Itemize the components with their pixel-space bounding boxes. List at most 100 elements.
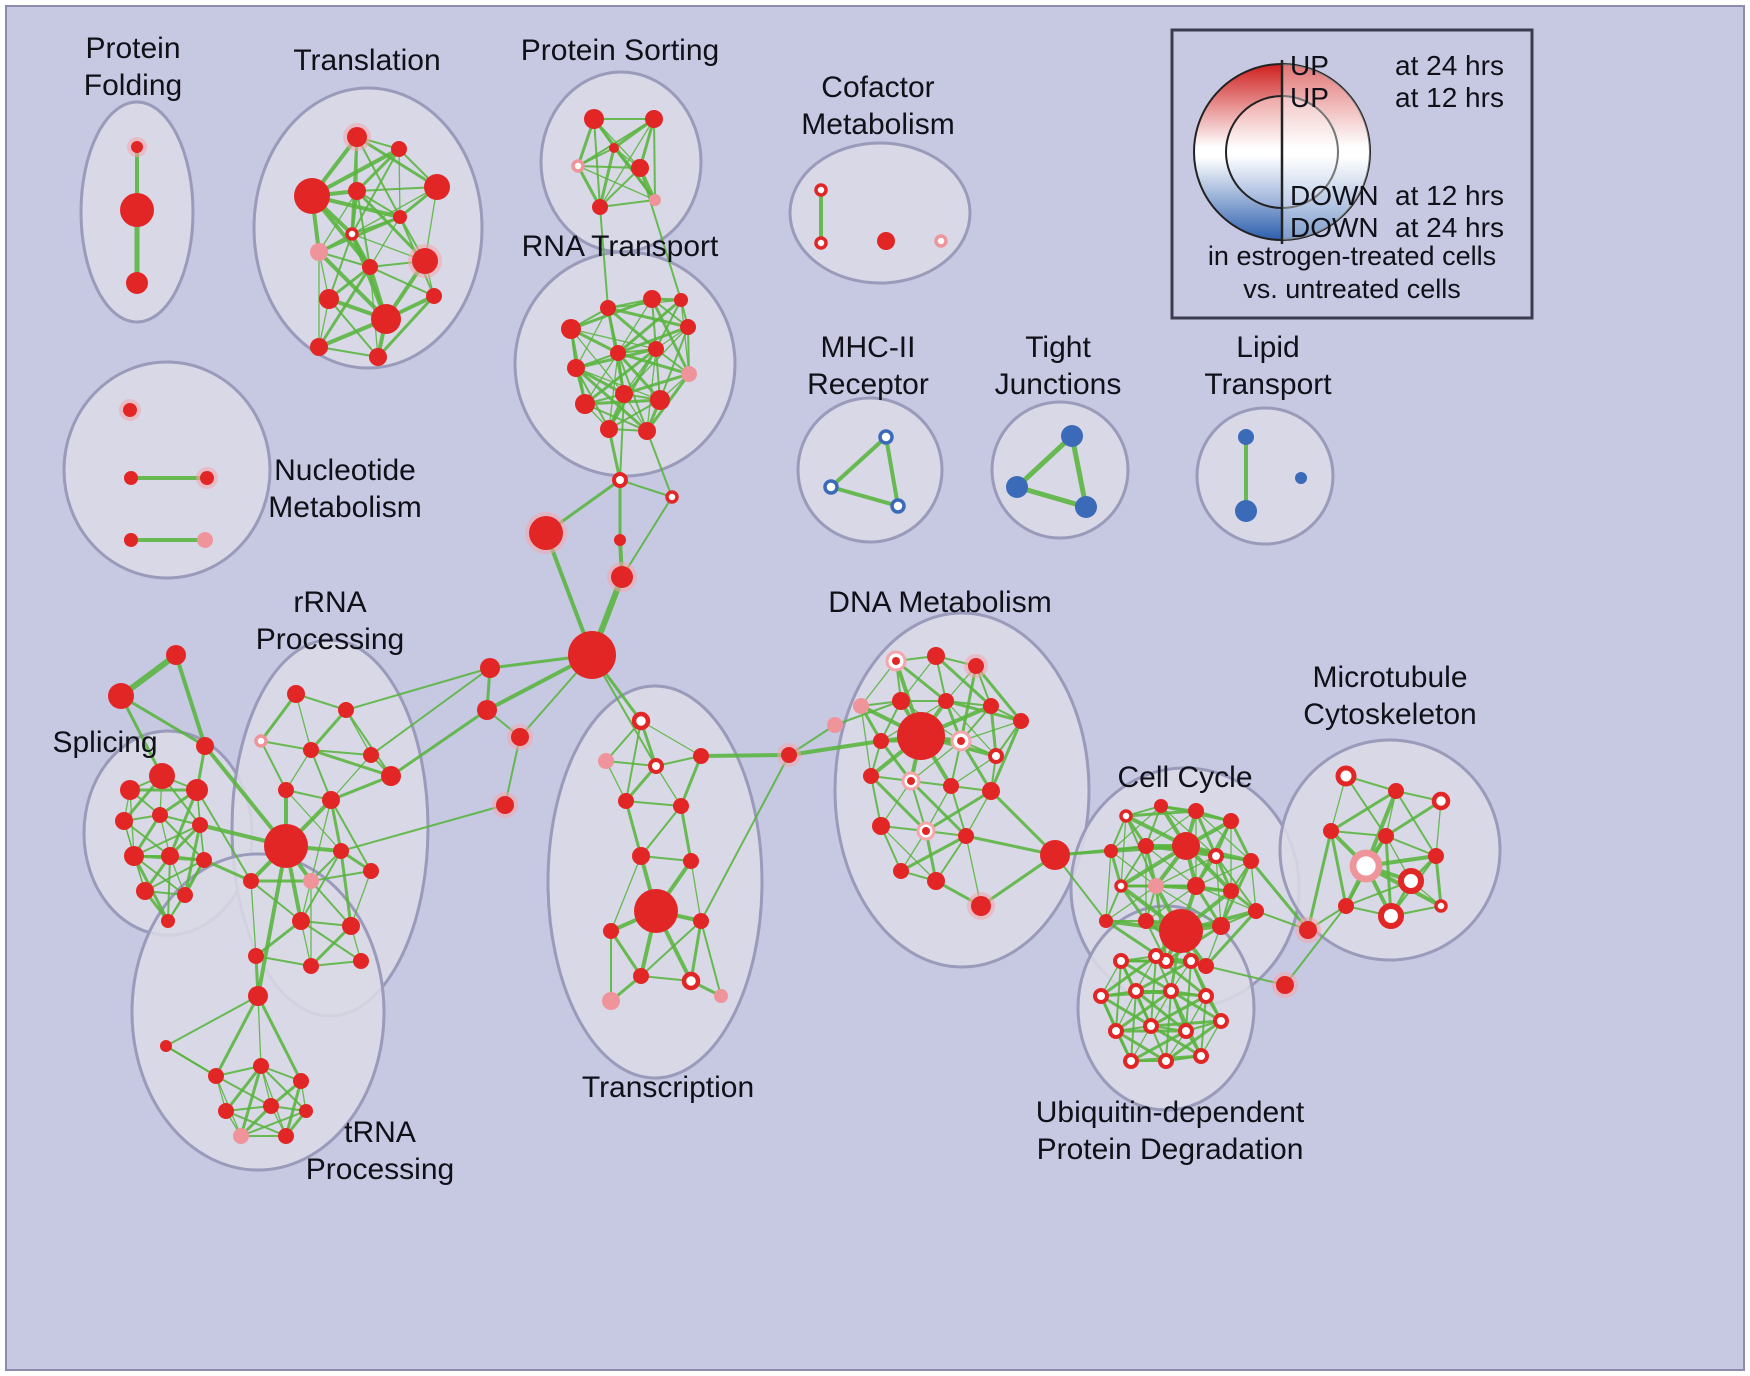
network-node-red <box>643 290 661 308</box>
network-node-red <box>633 968 649 984</box>
cluster-label-trna_processing: tRNA <box>344 1116 416 1149</box>
network-node-red <box>1223 813 1239 829</box>
network-node-ring <box>345 227 359 241</box>
network-edge <box>1014 484 1089 510</box>
network-node-red <box>248 948 264 964</box>
network-node-red <box>124 846 144 866</box>
cluster-label-dna_metabolism: DNA Metabolism <box>828 586 1051 619</box>
cluster-ellipse-trna_processing <box>130 852 386 1172</box>
network-edge <box>617 298 653 354</box>
network-edge <box>165 1045 217 1077</box>
network-node-pink <box>310 243 328 261</box>
network-node-red <box>338 702 354 718</box>
network-edge <box>309 708 348 752</box>
network-edge <box>650 297 691 376</box>
network-edge <box>1145 885 1197 922</box>
network-edge <box>309 748 393 778</box>
network-edge <box>1114 989 1173 1033</box>
network-node-red <box>927 647 945 665</box>
network-edge <box>640 805 682 857</box>
network-edge <box>950 755 997 787</box>
network-node-red <box>248 986 268 1006</box>
cluster-label-splicing: Splicing <box>52 726 157 759</box>
network-edge <box>989 719 1023 793</box>
network-edge <box>1114 1029 1168 1063</box>
network-node-red <box>287 685 305 703</box>
network-edge <box>123 820 171 857</box>
network-edge <box>254 919 303 958</box>
network-node-pink <box>233 1128 249 1144</box>
network-edge <box>1384 799 1443 838</box>
network-node-red <box>208 1068 224 1084</box>
network-edge <box>310 799 332 882</box>
network-edge <box>260 740 287 791</box>
network-edge <box>345 709 392 777</box>
network-edge <box>309 924 353 968</box>
network-node-red <box>363 863 379 879</box>
cluster-label-tight_junctions: Tight <box>1025 331 1091 364</box>
network-edge <box>350 870 372 927</box>
network-edge <box>310 880 352 927</box>
network-node-halo <box>507 724 533 750</box>
cluster-ellipse-lipid_transport <box>1195 406 1335 546</box>
network-node-pink <box>197 532 213 548</box>
network-node-red <box>120 780 140 800</box>
network-edge <box>598 146 616 209</box>
network-node-ring <box>1128 983 1144 999</box>
network-edge <box>356 186 438 192</box>
network-edge <box>369 266 435 297</box>
network-edge <box>351 186 438 235</box>
network-node-halo <box>119 399 141 421</box>
network-node-red <box>371 304 401 334</box>
network-node-red <box>645 110 663 128</box>
network-edge <box>834 700 902 726</box>
network-node-halo <box>1295 917 1321 943</box>
network-edge <box>355 147 401 193</box>
network-node-red <box>353 953 369 969</box>
network-node-ring <box>1119 809 1133 823</box>
network-node-red <box>609 143 619 153</box>
network-edge <box>583 347 658 406</box>
network-node-red <box>393 210 407 224</box>
network-edge <box>159 814 205 861</box>
network-node-pink <box>714 989 728 1003</box>
network-node-pink-ring <box>934 234 948 248</box>
cluster-ellipse-tight_junctions <box>990 400 1130 540</box>
network-edge <box>1204 909 1258 968</box>
network-edge <box>653 118 656 201</box>
cluster-ellipse-nucleotide_metabolism <box>62 360 272 580</box>
network-node-halo <box>343 123 371 151</box>
network-edge <box>700 754 790 922</box>
network-node-red <box>693 748 709 764</box>
network-edge <box>328 298 379 358</box>
network-edge <box>310 960 362 967</box>
network-node-bullseye <box>885 650 907 672</box>
network-node-red <box>877 232 895 250</box>
network-node-red <box>369 348 387 366</box>
cluster-ellipse-rna_transport <box>513 250 737 478</box>
network-edge <box>640 720 702 757</box>
network-node-red <box>292 912 310 930</box>
network-node-ring <box>1143 1018 1159 1034</box>
network-node-red <box>1212 917 1230 935</box>
network-edge <box>616 298 683 355</box>
network-node-blue <box>1061 425 1083 447</box>
network-node-bullseye <box>901 771 921 791</box>
network-node-red <box>161 847 179 865</box>
network-node-red <box>115 812 133 830</box>
network-node-bullseye <box>916 821 936 841</box>
network-edge <box>1385 835 1437 857</box>
network-edge <box>880 825 937 882</box>
network-node-red <box>592 199 608 215</box>
network-edge <box>214 994 260 1078</box>
network-node-ring <box>1178 1023 1194 1039</box>
network-node-red <box>294 178 330 214</box>
network-node-red <box>108 683 134 709</box>
network-node-red <box>680 319 696 335</box>
cluster-label-nucleotide_metabolism: Metabolism <box>268 491 421 524</box>
network-edge <box>1149 994 1208 1028</box>
network-node-blue <box>1238 429 1254 445</box>
cluster-label-trna_processing: Processing <box>306 1153 454 1186</box>
